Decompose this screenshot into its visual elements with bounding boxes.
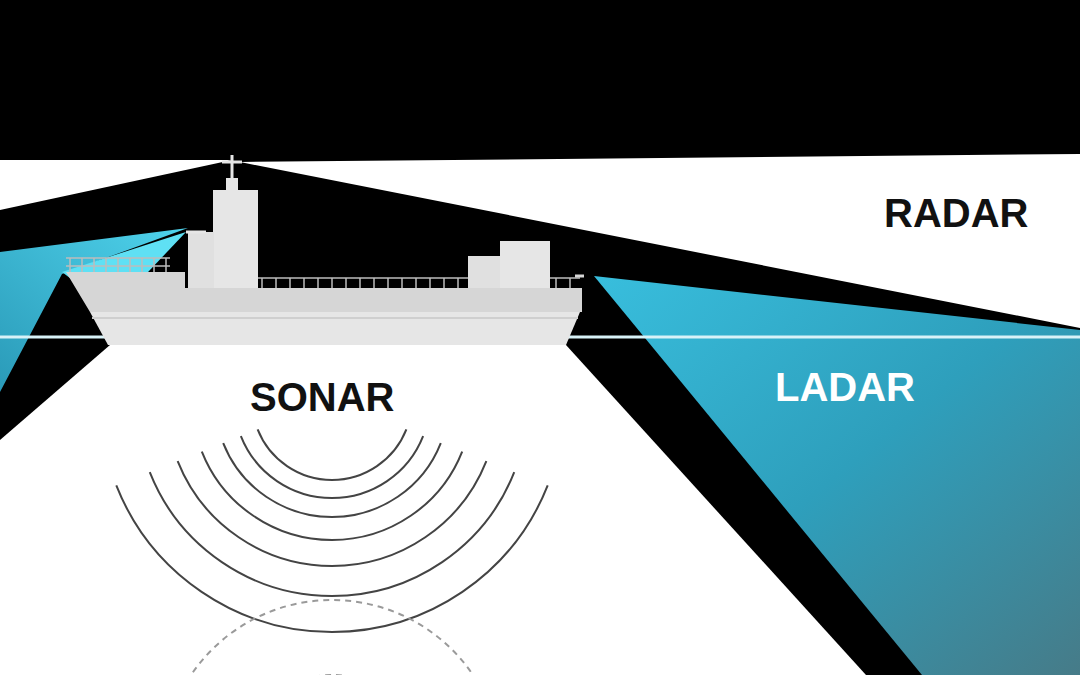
radar-beam-left	[0, 160, 232, 210]
sonar-wave	[150, 472, 514, 596]
rail-post	[81, 258, 83, 272]
sonar-wave	[258, 429, 407, 480]
sonar-label: SONAR	[250, 377, 394, 417]
ladar-label: LADAR	[775, 367, 915, 407]
rail-post	[69, 258, 71, 272]
sonar-wave	[202, 452, 462, 540]
rail-post	[401, 278, 403, 288]
rail-post	[569, 278, 571, 288]
rail-post	[331, 278, 333, 288]
sonar-wave	[223, 443, 441, 517]
rail-post	[359, 278, 361, 288]
rail-post	[261, 278, 263, 288]
rail-post	[387, 278, 389, 288]
rail-post	[345, 278, 347, 288]
sonar-waves	[116, 429, 547, 675]
rail-post	[317, 278, 319, 288]
rail-post	[117, 258, 119, 272]
sonar-echo	[162, 600, 502, 675]
radar-label: RADAR	[884, 193, 1028, 233]
sonar-wave	[178, 461, 487, 566]
rail-post	[129, 258, 131, 272]
rail-post	[429, 278, 431, 288]
sonar-wave	[241, 436, 423, 498]
rail-post	[457, 278, 459, 288]
ship	[66, 155, 584, 345]
rail-post	[303, 278, 305, 288]
rail-post	[141, 258, 143, 272]
rail-post	[165, 258, 167, 272]
rail-post	[93, 258, 95, 272]
rail-post	[443, 278, 445, 288]
rail-post	[373, 278, 375, 288]
rail-post	[415, 278, 417, 288]
rail-post	[555, 278, 557, 288]
rail-post	[275, 278, 277, 288]
rail-post	[105, 258, 107, 272]
sonar-wave	[116, 485, 547, 632]
sonar-region	[0, 345, 866, 675]
rail-post	[289, 278, 291, 288]
rail-post	[153, 258, 155, 272]
